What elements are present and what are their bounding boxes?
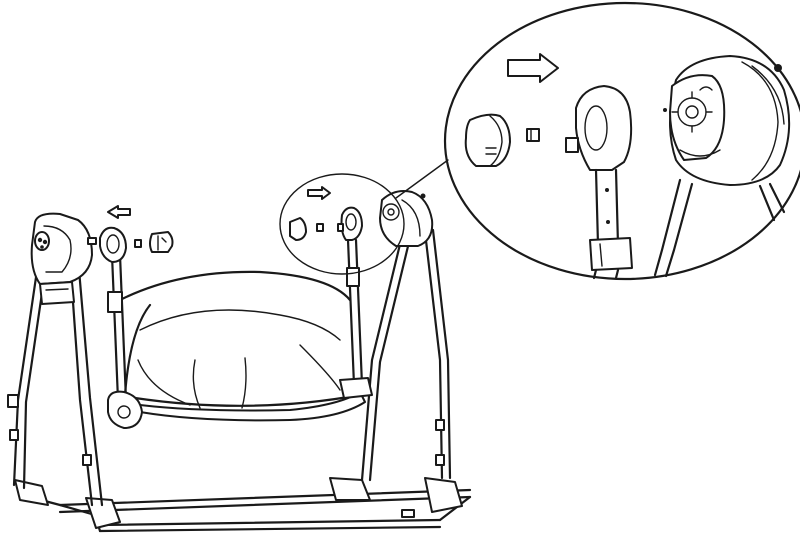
arrow-left-icon <box>107 205 131 219</box>
base-frame <box>20 488 472 533</box>
detail-callout-large <box>443 1 800 281</box>
left-exploded-parts <box>87 226 174 263</box>
left-hanging-arm <box>107 253 143 429</box>
detail-callout-small <box>279 173 405 275</box>
swing-seat <box>118 270 366 422</box>
arrow-right-icon <box>507 53 559 83</box>
callout-connector <box>395 159 449 199</box>
left-motor-housing <box>30 212 93 305</box>
left-legs <box>7 248 104 507</box>
large-cap <box>464 113 511 167</box>
large-nut <box>526 128 540 142</box>
right-exploded-parts <box>289 206 363 241</box>
large-arm-head <box>565 85 633 280</box>
arrow-right-icon-small <box>307 186 331 200</box>
large-motor-housing <box>653 55 791 278</box>
right-hanging-arm <box>339 238 373 399</box>
right-motor-housing <box>379 190 434 247</box>
right-foot <box>329 477 463 518</box>
right-legs <box>360 228 452 482</box>
